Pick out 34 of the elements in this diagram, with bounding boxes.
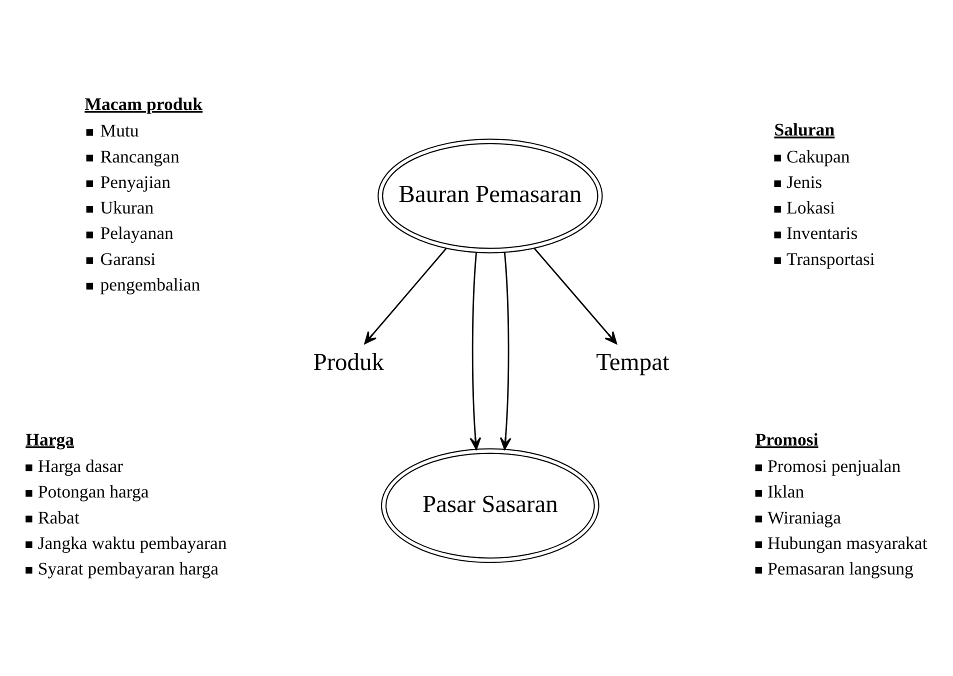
label: Harga xyxy=(26,429,74,450)
label: Ukuran xyxy=(100,198,154,218)
label: Promosi penjualan xyxy=(768,456,901,476)
label: Harga dasar xyxy=(38,456,124,476)
label: Cakupan xyxy=(786,146,850,166)
label: Mutu xyxy=(100,120,139,141)
node-ellipse: Pasar Sasaran xyxy=(380,448,600,564)
label: Inventaris xyxy=(786,223,858,244)
label: Penyajian xyxy=(100,172,170,192)
label: Rabat xyxy=(38,507,80,528)
arrow xyxy=(500,252,512,450)
label: Promosi xyxy=(755,429,818,450)
label: Potongan harga xyxy=(38,482,149,502)
arrow xyxy=(534,248,618,344)
label: Saluran xyxy=(774,120,835,140)
arrow xyxy=(364,248,447,344)
node-text: Tempat xyxy=(596,348,670,376)
label: Garansi xyxy=(100,248,156,269)
label: Rancangan xyxy=(100,146,180,166)
label: Syarat pembayaran harga xyxy=(38,558,219,579)
label: Lokasi xyxy=(786,198,835,218)
label: Pemasaran langsung xyxy=(768,558,914,579)
label: Pelayanan xyxy=(100,223,174,244)
arrow xyxy=(470,252,482,450)
node-ellipse: Bauran Pemasaran xyxy=(378,138,603,254)
label: Hubungan masyarakat xyxy=(768,532,928,553)
label: Jenis xyxy=(786,172,822,192)
label: Wiraniaga xyxy=(768,507,842,528)
label: Jangka waktu pembayaran xyxy=(38,532,227,553)
label: Iklan xyxy=(768,482,804,502)
label: Macam produk xyxy=(84,94,203,114)
node-text: Produk xyxy=(313,348,384,376)
label: Transportasi xyxy=(786,248,875,269)
label: pengembalian xyxy=(100,274,200,294)
